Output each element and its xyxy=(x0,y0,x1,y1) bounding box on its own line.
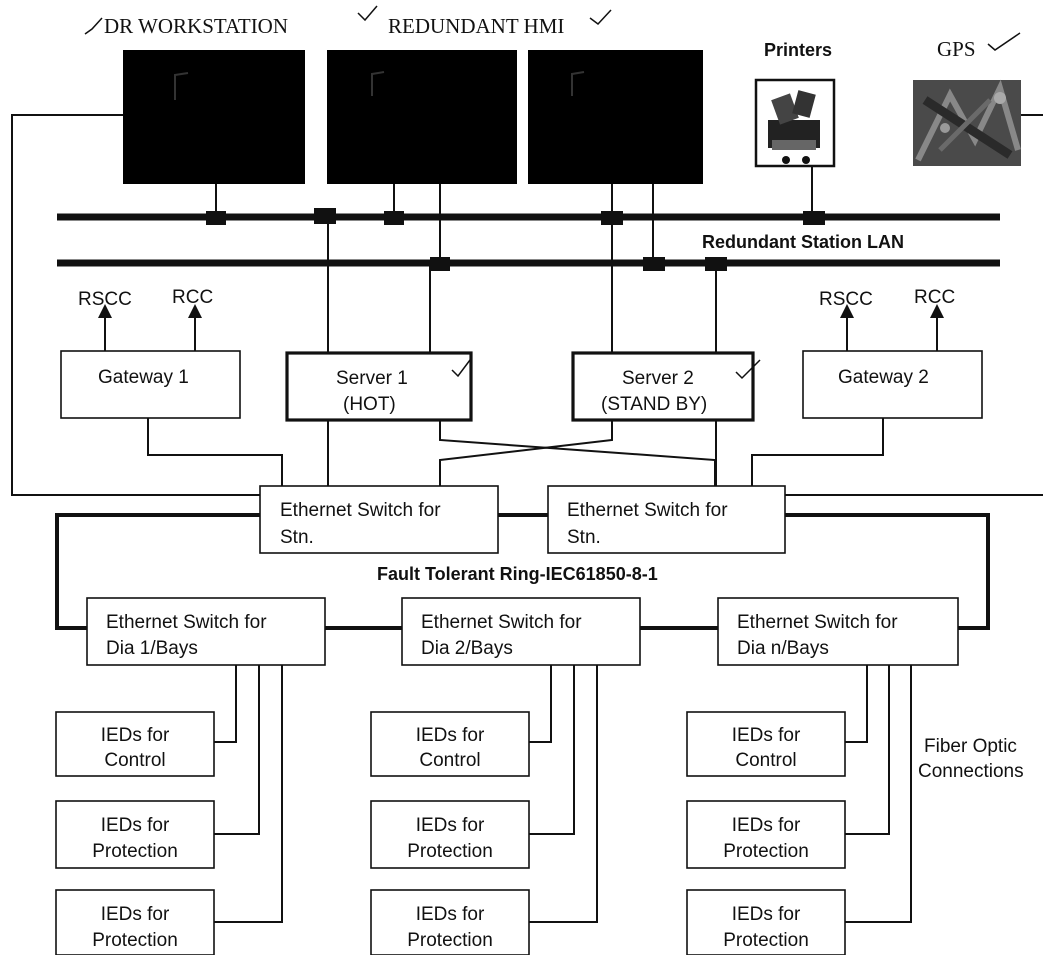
arrow-up-icon xyxy=(840,304,854,318)
ied-protection-nb[interactable] xyxy=(686,889,846,955)
ied-label: Protection xyxy=(92,930,178,951)
ring-label: Fault Tolerant Ring-IEC61850-8-1 xyxy=(377,564,658,584)
checkmark-icon xyxy=(589,9,612,26)
ied-control-2[interactable] xyxy=(370,711,530,777)
ied-protection-1a[interactable] xyxy=(55,800,215,869)
redundant-hmi-label: REDUNDANT HMI xyxy=(388,14,564,38)
dr-workstation-monitor[interactable] xyxy=(123,50,305,184)
checkmark-icon xyxy=(735,359,761,380)
ied-label: IEDs for xyxy=(732,904,801,925)
bay-switch-2-line1: Ethernet Switch for xyxy=(421,612,582,633)
station-switch-2[interactable] xyxy=(547,485,786,554)
ring-right xyxy=(785,513,990,630)
station-switch-1-line1: Ethernet Switch for xyxy=(280,500,441,521)
ied-label: IEDs for xyxy=(416,815,485,836)
ied-label: Protection xyxy=(723,930,809,951)
ied-control-1[interactable] xyxy=(55,711,215,777)
ied-label: Protection xyxy=(723,841,809,862)
rscc-label: RSCC xyxy=(819,289,873,310)
ied-label: IEDs for xyxy=(101,904,170,925)
server-2[interactable] xyxy=(571,351,755,422)
bay-switch-n-line1: Ethernet Switch for xyxy=(737,612,898,633)
ied-label: IEDs for xyxy=(101,815,170,836)
printers-label: Printers xyxy=(764,40,832,60)
ring-left xyxy=(55,513,260,630)
checkmark-icon xyxy=(451,359,471,378)
bay-switch-1[interactable] xyxy=(86,597,326,666)
fiber-label-line1: Fiber Optic xyxy=(924,736,1017,757)
printer-icon[interactable] xyxy=(754,78,836,168)
ied-label: IEDs for xyxy=(101,725,170,746)
bay-switch-2[interactable] xyxy=(401,597,641,666)
fiber-label-line2: Connections xyxy=(918,761,1024,782)
ied-label: Control xyxy=(104,750,165,771)
bay-switch-1-line2: Dia 1/Bays xyxy=(106,638,198,659)
gps-label: GPS xyxy=(937,37,976,61)
ied-label: Protection xyxy=(407,930,493,951)
lan-label: Redundant Station LAN xyxy=(702,232,904,252)
gateway-1-label: Gateway 1 xyxy=(98,367,189,388)
dr-workstation-label: DR WORKSTATION xyxy=(104,14,288,38)
ied-label: IEDs for xyxy=(732,725,801,746)
ied-protection-1b[interactable] xyxy=(55,889,215,955)
bay-switch-2-line2: Dia 2/Bays xyxy=(421,638,513,659)
ied-label: IEDs for xyxy=(732,815,801,836)
bay-switch-1-line1: Ethernet Switch for xyxy=(106,612,267,633)
station-switch-2-line1: Ethernet Switch for xyxy=(567,500,728,521)
ied-protection-2a[interactable] xyxy=(370,800,530,869)
ied-label: Protection xyxy=(407,841,493,862)
ied-label: Protection xyxy=(92,841,178,862)
rscc-label: RSCC xyxy=(78,289,132,310)
rcc-label: RCC xyxy=(914,287,955,308)
ied-label: IEDs for xyxy=(416,904,485,925)
rcc-label: RCC xyxy=(172,287,213,308)
arrow-up-icon xyxy=(188,304,202,318)
gateway-1[interactable] xyxy=(60,350,241,419)
arrow-up-icon xyxy=(98,304,112,318)
server-1-state: (HOT) xyxy=(343,394,396,415)
ied-protection-2b[interactable] xyxy=(370,889,530,955)
cursor-icon xyxy=(571,71,585,96)
ied-label: Control xyxy=(735,750,796,771)
server-1[interactable] xyxy=(285,351,473,422)
hmi-monitor-2[interactable] xyxy=(528,50,703,184)
arrow-up-icon xyxy=(930,304,944,318)
server-2-state: (STAND BY) xyxy=(601,394,707,415)
cursor-icon xyxy=(371,71,385,96)
ied-label: IEDs for xyxy=(416,725,485,746)
checkmark-icon xyxy=(987,32,1021,51)
station-switch-1[interactable] xyxy=(259,485,499,554)
server-2-name: Server 2 xyxy=(622,368,694,389)
checkmark-icon xyxy=(357,5,378,22)
bay-switch-n[interactable] xyxy=(717,597,959,666)
server-1-name: Server 1 xyxy=(336,368,408,389)
station-switch-1-line2: Stn. xyxy=(280,527,314,548)
checkmark-icon xyxy=(84,17,103,35)
station-switch-2-line2: Stn. xyxy=(567,527,601,548)
gateway-2-label: Gateway 2 xyxy=(838,367,929,388)
ied-protection-na[interactable] xyxy=(686,800,846,869)
bay-switch-n-line2: Dia n/Bays xyxy=(737,638,829,659)
hmi-monitor-1[interactable] xyxy=(327,50,517,184)
gps-image[interactable] xyxy=(913,79,1021,166)
gateway-2[interactable] xyxy=(802,350,983,419)
cursor-icon xyxy=(174,72,189,100)
ied-label: Control xyxy=(419,750,480,771)
ied-control-n[interactable] xyxy=(686,711,846,777)
